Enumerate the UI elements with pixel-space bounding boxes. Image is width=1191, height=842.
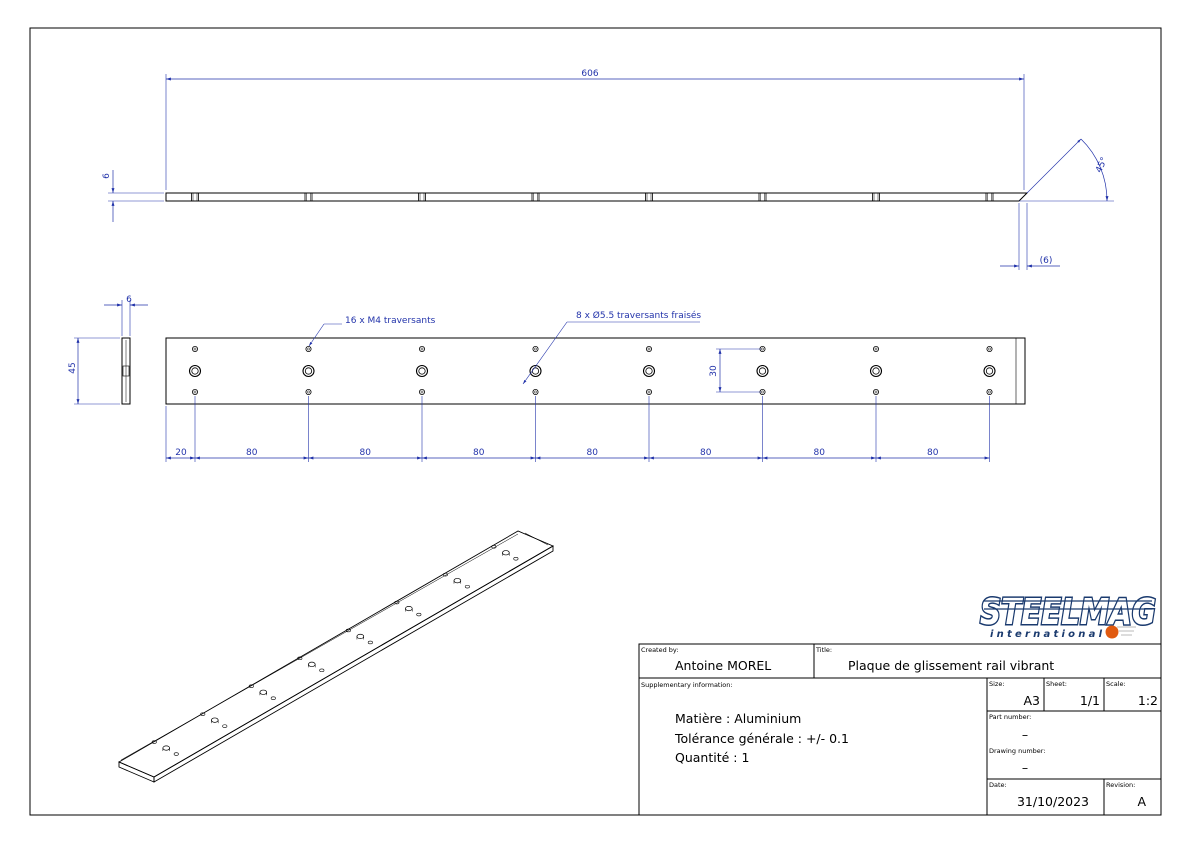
dim-chamfer-angle: 45°	[1094, 156, 1110, 175]
revision-value: A	[1137, 794, 1146, 809]
iso-hole-group	[200, 712, 228, 728]
front-slot	[872, 192, 880, 202]
sheet-label: Sheet:	[1046, 680, 1067, 688]
dim-pitch: 80	[587, 448, 599, 458]
dim-pitch: 80	[814, 448, 826, 458]
hole-group	[415, 345, 429, 395]
note-countersunk-holes: 8 x Ø5.5 traversants fraisés	[576, 310, 701, 321]
front-slot	[304, 192, 313, 202]
dim-height-side: 45	[68, 362, 78, 373]
date-value: 31/10/2023	[1017, 794, 1089, 809]
top-holes	[188, 345, 996, 395]
dim-overall-length: 606	[581, 69, 598, 79]
hole-group	[529, 345, 542, 395]
front-slot	[985, 192, 994, 202]
logo-globe-icon	[1105, 625, 1119, 639]
iso-hole-group	[297, 656, 325, 673]
hole-group	[983, 345, 996, 395]
front-view: 606 6 45° (6)	[102, 69, 1114, 270]
sheet-value: 1/1	[1080, 693, 1100, 708]
supplementary-label: Supplementary information:	[641, 681, 733, 689]
front-slot	[191, 192, 199, 202]
pitch-dimensions: 80 80 80 80 80 80 80	[194, 396, 990, 462]
dim-pitch: 80	[927, 448, 939, 458]
hole-group	[302, 345, 315, 395]
dim-thickness-front: 6	[102, 173, 112, 179]
scale-value: 1:2	[1138, 693, 1158, 708]
front-slot	[758, 192, 767, 202]
iso-holes	[151, 545, 519, 756]
hole-group	[869, 345, 883, 395]
scale-label: Scale:	[1106, 680, 1126, 688]
size-value: A3	[1023, 693, 1040, 708]
dim-pitch: 80	[700, 448, 712, 458]
iso-hole-group	[394, 600, 422, 617]
size-label: Size:	[989, 680, 1005, 688]
dim-pitch: 80	[473, 448, 485, 458]
isometric-view	[117, 530, 555, 783]
iso-hole-group	[151, 740, 179, 756]
side-view: 6 45	[68, 295, 148, 405]
front-slot	[645, 192, 653, 202]
logo-sub-text: international	[990, 629, 1103, 640]
iso-hole-group	[345, 628, 373, 645]
hole-group	[642, 345, 656, 395]
part-number-value: –	[1022, 727, 1028, 742]
created-by-label: Created by:	[641, 646, 678, 654]
iso-hole-group	[491, 545, 519, 561]
sheet-border	[29, 27, 1162, 816]
drawing-number-value: –	[1022, 760, 1028, 775]
date-label: Date:	[989, 781, 1007, 789]
front-slots	[191, 192, 994, 202]
drawing-number-label: Drawing number:	[989, 747, 1046, 755]
front-slot	[531, 192, 540, 202]
iso-hole-group	[248, 684, 276, 700]
front-slot	[418, 192, 426, 202]
dim-pitch: 80	[360, 448, 372, 458]
created-by-value: Antoine MOREL	[675, 658, 771, 673]
info-quantity: Quantité : 1	[675, 750, 749, 765]
part-number-label: Part number:	[989, 713, 1031, 721]
iso-hole-group	[442, 572, 470, 589]
title-label: Title:	[815, 646, 832, 654]
dim-hole-spacing: 30	[709, 365, 719, 377]
top-view: 16 x M4 traversants 8 x Ø5.5 traversants…	[165, 310, 1026, 462]
info-tolerance: Tolérance générale : +/- 0.1	[674, 731, 849, 746]
dim-pitch: 80	[246, 448, 258, 458]
dim-thickness-side: 6	[126, 295, 132, 305]
revision-label: Revision:	[1106, 781, 1135, 789]
dim-pitch-first: 20	[175, 448, 187, 458]
title-block	[638, 643, 1162, 816]
steelmag-logo: STEELMAG international	[979, 591, 1158, 641]
info-material: Matière : Aluminium	[675, 711, 801, 726]
hole-group	[188, 345, 202, 395]
dim-chamfer-ref: (6)	[1040, 256, 1053, 266]
hole-group	[756, 345, 769, 395]
note-m4-holes: 16 x M4 traversants	[345, 316, 436, 326]
drawing-title: Plaque de glissement rail vibrant	[848, 658, 1054, 673]
